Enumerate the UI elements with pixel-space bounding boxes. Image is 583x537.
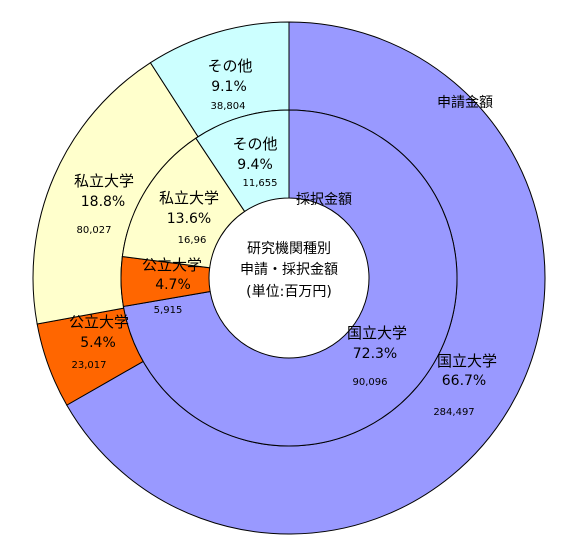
inner-label-private-value: 16,96	[178, 235, 207, 246]
outer-label-private-name: 私立大学	[74, 172, 134, 190]
inner-segment-other	[195, 109, 290, 213]
outer-label-national-name: 国立大学	[437, 352, 497, 370]
inner-label-other-name: その他	[232, 135, 277, 153]
inner-label-other-value: 11,655	[243, 178, 278, 189]
outer-label-other-value: 38,804	[211, 101, 246, 112]
outer-label-public-value: 23,017	[72, 360, 107, 371]
ring-title-outer: 申請金額	[437, 95, 493, 111]
outer-label-private-value: 80,027	[77, 225, 112, 236]
outer-label-public-name: 公立大学	[69, 313, 129, 331]
chart-segments	[32, 21, 546, 535]
outer-label-private-percent: 18.8%	[81, 194, 125, 210]
inner-label-national-name: 国立大学	[347, 324, 407, 342]
inner-label-public-name: 公立大学	[142, 256, 202, 274]
inner-label-private-percent: 13.6%	[167, 211, 211, 227]
inner-label-private-name: 私立大学	[159, 189, 219, 207]
outer-label-national-value: 284,497	[433, 407, 474, 418]
center-title-line-3: (単位:百万円)	[246, 284, 332, 300]
inner-label-national-percent: 72.3%	[353, 346, 397, 362]
inner-label-public-percent: 4.7%	[155, 277, 191, 293]
inner-label-public-value: 5,915	[154, 305, 183, 316]
outer-label-other-percent: 9.1%	[211, 79, 247, 95]
ring-title-inner: 採択金額	[296, 192, 352, 208]
inner-label-other-percent: 9.4%	[237, 157, 273, 173]
outer-label-other-name: その他	[207, 57, 252, 75]
center-title-line-1: 研究機関種別	[247, 241, 331, 257]
outer-label-public-percent: 5.4%	[80, 335, 116, 351]
center-title-line-2: 申請・採択金額	[240, 262, 338, 278]
outer-label-national-percent: 66.7%	[442, 373, 486, 389]
inner-label-national-value: 90,096	[353, 377, 388, 388]
inner-segment-national	[122, 109, 458, 447]
